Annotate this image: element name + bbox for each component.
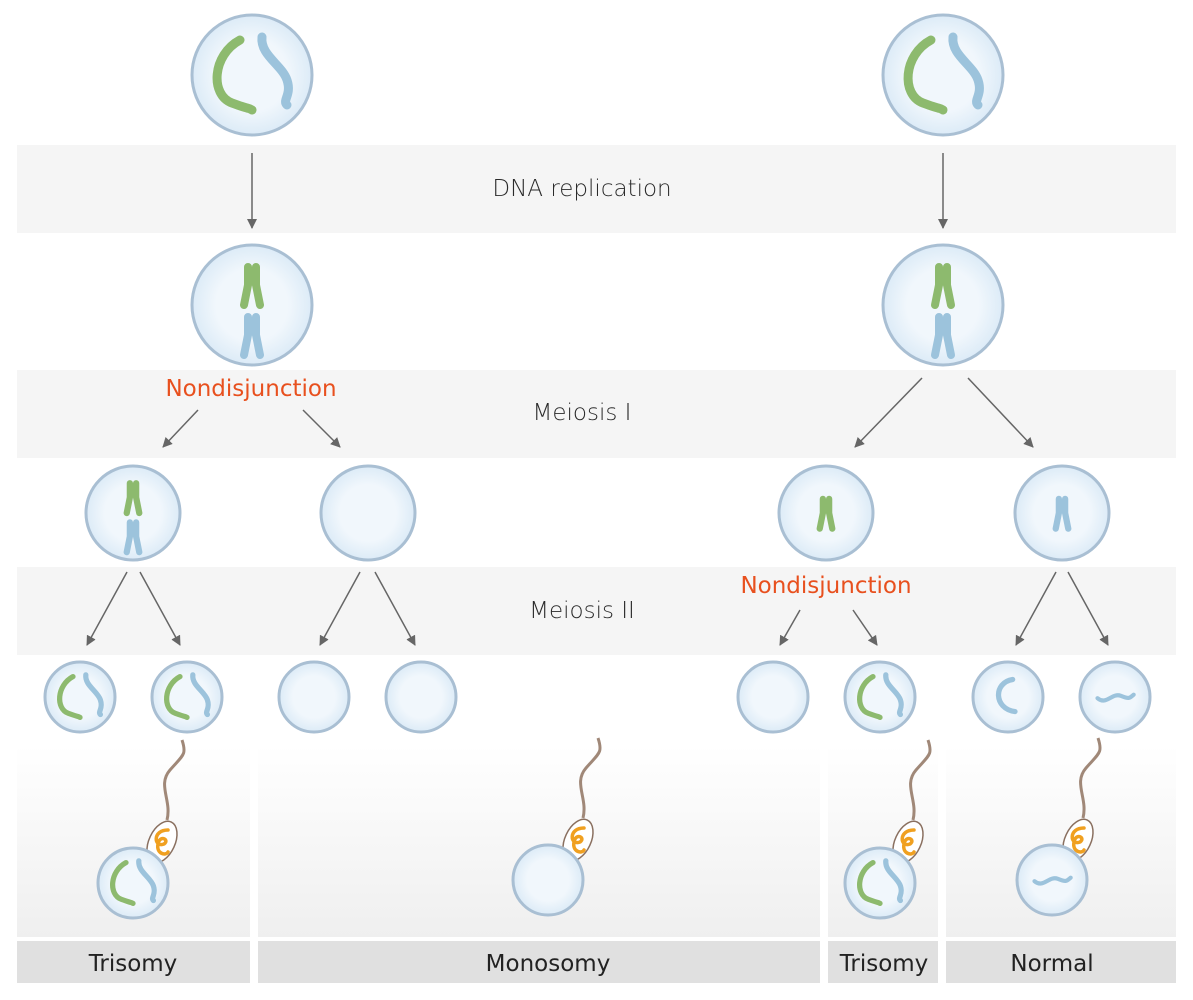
outcome-label-bar-1	[17, 941, 250, 983]
arrow	[852, 609, 878, 646]
replicated-chromosome-blue	[1052, 495, 1072, 532]
replicated-chromosome-blue	[931, 313, 955, 359]
parent-cell-left	[190, 13, 314, 137]
sperm-tail	[909, 739, 932, 821]
chromosome-green	[212, 35, 257, 115]
replicated-chromosome-blue	[240, 313, 264, 359]
cell-membrane	[511, 843, 585, 917]
arrow	[374, 571, 416, 646]
band-meiosis-1	[17, 370, 1176, 458]
zygote-trisomy-2	[843, 846, 917, 920]
gamete-8	[1078, 660, 1152, 734]
replicated-chromosome-green	[123, 480, 143, 517]
chromosome-green	[164, 673, 190, 721]
cell-membrane	[843, 846, 917, 920]
outcome-label-bar-4	[946, 941, 1176, 983]
chromosome-blue	[136, 858, 157, 904]
chromosome-green	[57, 673, 83, 721]
cell-membrane	[150, 660, 224, 734]
replicated-cell-right	[881, 243, 1005, 367]
replicated-chromosome-green	[816, 495, 836, 532]
stage-label-dna-replication: DNA replication	[492, 176, 671, 202]
cell-membrane	[96, 846, 170, 920]
chromosome-green	[857, 859, 883, 907]
cell-membrane	[190, 243, 314, 367]
sperm	[146, 739, 186, 864]
replicated-cell-left	[190, 243, 314, 367]
chromosome-blue	[883, 858, 904, 904]
sperm	[562, 737, 602, 862]
replicated-chromosome-green	[931, 263, 955, 309]
gamete-1	[43, 660, 117, 734]
arrow	[139, 571, 181, 646]
arrow	[86, 571, 128, 646]
arrow	[779, 609, 801, 646]
arrow	[162, 409, 199, 448]
outcome-label-normal: Normal	[1010, 951, 1093, 977]
arrow	[302, 409, 341, 448]
chromosome-green	[903, 35, 948, 115]
stage-label-meiosis-1: Meiosis I	[533, 400, 632, 426]
gamete-5	[736, 660, 810, 734]
nondisjunction-label-meiosis-1: Nondisjunction	[165, 376, 336, 402]
sperm-tail	[163, 739, 186, 821]
outcome-label-bar-2	[258, 941, 820, 983]
gamete-2	[150, 660, 224, 734]
chromosome-blue	[83, 672, 104, 718]
chromosome-blue	[995, 676, 1018, 715]
sperm-tail	[1079, 737, 1102, 819]
meiosis1-cell-3	[777, 464, 875, 562]
meiosis1-cell-1	[84, 464, 182, 562]
cell-membrane	[190, 13, 314, 137]
zygote-trisomy-1	[96, 846, 170, 920]
sperm-tail	[579, 737, 602, 819]
cell-membrane	[843, 660, 917, 734]
chromosome-green	[857, 673, 883, 721]
chromosome-blue	[1095, 692, 1136, 703]
sperm-dna	[1070, 826, 1086, 854]
sperm-dna	[900, 828, 916, 856]
meiosis1-cell-2	[319, 464, 417, 562]
band-meiosis-2	[17, 567, 1176, 655]
arrow	[1067, 571, 1109, 646]
outcome-label-monosomy: Monosomy	[486, 951, 611, 977]
gamete-4	[384, 660, 458, 734]
sperm-dna	[570, 826, 586, 854]
arrow	[854, 377, 923, 448]
cell-membrane	[971, 660, 1045, 734]
cell-membrane	[881, 13, 1005, 137]
arrow	[967, 377, 1034, 448]
nondisjunction-label-meiosis-2: Nondisjunction	[740, 573, 911, 599]
gamete-3	[277, 660, 351, 734]
outcome-label-trisomy-2: Trisomy	[839, 951, 929, 977]
cell-membrane	[384, 660, 458, 734]
sperm-dna	[154, 828, 170, 856]
zygote-normal	[1015, 843, 1089, 917]
arrow	[319, 571, 361, 646]
replicated-chromosome-green	[240, 263, 264, 309]
zygote-monosomy	[511, 843, 585, 917]
chromosome-blue	[948, 32, 984, 110]
chromosome-blue	[883, 672, 904, 718]
chromosome-blue	[1032, 875, 1073, 886]
cell-membrane	[736, 660, 810, 734]
gamete-6	[843, 660, 917, 734]
cell-membrane	[84, 464, 182, 562]
replicated-chromosome-blue	[123, 519, 143, 556]
arrow	[1015, 571, 1057, 646]
chromosome-blue	[257, 32, 293, 110]
outcome-label-bar-3	[828, 941, 938, 983]
stage-label-meiosis-2: Meiosis II	[529, 598, 635, 624]
cell-membrane	[277, 660, 351, 734]
chromosome-blue	[190, 672, 211, 718]
chromosome-green	[110, 859, 136, 907]
cell-membrane	[881, 243, 1005, 367]
parent-cell-right	[881, 13, 1005, 137]
band-dna-replication	[17, 145, 1176, 233]
meiosis1-cell-4	[1013, 464, 1111, 562]
cell-membrane	[43, 660, 117, 734]
outcome-label-trisomy-1: Trisomy	[88, 951, 178, 977]
gamete-7	[971, 660, 1045, 734]
cell-membrane	[319, 464, 417, 562]
